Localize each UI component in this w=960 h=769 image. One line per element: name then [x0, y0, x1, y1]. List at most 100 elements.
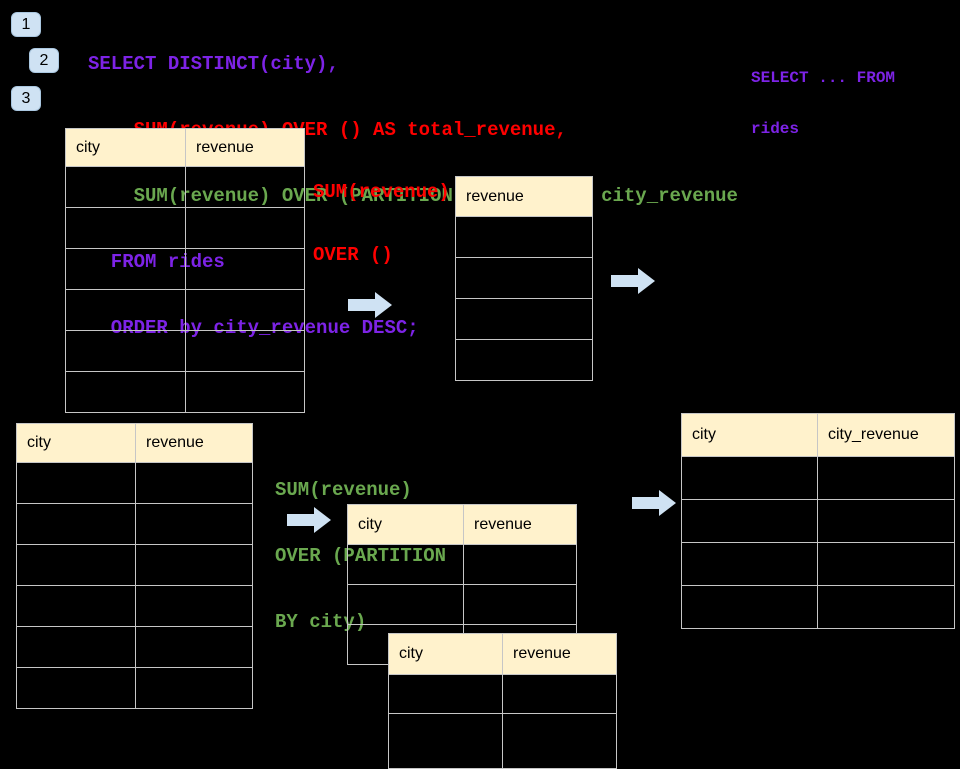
select-from-note-line1: SELECT ... FROM — [751, 69, 896, 87]
table-row — [16, 462, 253, 504]
table-row — [388, 713, 617, 769]
table-row — [65, 371, 305, 413]
table-header-row: city city_revenue — [681, 413, 955, 457]
column-header-revenue: revenue — [135, 423, 253, 463]
column-header-city-revenue: city_revenue — [817, 413, 955, 457]
table-cell — [681, 585, 818, 629]
annotation-total-line1: SUM(revenue) — [313, 181, 450, 203]
table-cell — [16, 585, 136, 627]
table-cell — [135, 544, 253, 586]
table-partition-overlay: city revenue — [388, 633, 617, 769]
table-cell — [388, 674, 503, 714]
table-row — [681, 585, 955, 629]
column-header-city: city — [347, 504, 464, 545]
table-row — [455, 257, 593, 299]
column-header-city: city — [388, 633, 503, 675]
table-total-revenue-result: revenue — [455, 176, 593, 381]
arrow-head — [638, 268, 655, 294]
table-row — [16, 667, 253, 709]
table-row — [455, 216, 593, 258]
table-row — [16, 503, 253, 545]
table-source-rides-bottom: city revenue — [16, 423, 253, 709]
table-cell — [817, 456, 955, 500]
table-row — [681, 542, 955, 586]
table-header-row: city revenue — [16, 423, 253, 463]
table-row — [347, 544, 577, 585]
table-header-row: city revenue — [388, 633, 617, 675]
table-cell — [347, 584, 464, 625]
table-cell — [455, 216, 593, 258]
table-cell — [817, 585, 955, 629]
table-cell — [65, 371, 186, 413]
step-badge-2: 2 — [29, 48, 59, 73]
table-cell — [681, 542, 818, 586]
arrow-shaft — [348, 299, 375, 311]
table-cell — [455, 257, 593, 299]
annotation-total-line2: OVER () — [313, 244, 393, 266]
arrow-shaft — [632, 497, 659, 509]
table-header-row: city revenue — [65, 128, 305, 167]
table-header-row: revenue — [455, 176, 593, 217]
table-row — [65, 166, 305, 208]
table-cell — [681, 456, 818, 500]
column-header-city: city — [16, 423, 136, 463]
table-cell — [135, 462, 253, 504]
arrow-head — [314, 507, 331, 533]
table-cell — [347, 544, 464, 585]
right-arrow-icon — [611, 268, 655, 294]
table-cell — [65, 289, 186, 331]
table-cell — [388, 713, 503, 769]
column-header-revenue: revenue — [455, 176, 593, 217]
table-cell — [502, 674, 617, 714]
table-header-row: city revenue — [347, 504, 577, 545]
table-cell — [16, 462, 136, 504]
right-arrow-icon — [348, 292, 392, 318]
table-cell — [16, 626, 136, 668]
select-from-note-line2: rides — [751, 120, 800, 138]
column-header-revenue: revenue — [463, 504, 577, 545]
arrow-head — [375, 292, 392, 318]
step-badge-1: 1 — [11, 12, 41, 37]
table-row — [65, 330, 305, 372]
table-cell — [817, 499, 955, 543]
table-cell — [455, 298, 593, 340]
table-cell — [817, 542, 955, 586]
table-cell — [185, 248, 305, 290]
table-row — [16, 626, 253, 668]
right-arrow-icon — [632, 490, 676, 516]
table-row — [65, 248, 305, 290]
column-header-city: city — [681, 413, 818, 457]
table-cell — [681, 499, 818, 543]
table-row — [65, 207, 305, 249]
table-row — [455, 339, 593, 381]
table-cell — [185, 166, 305, 208]
table-row — [65, 289, 305, 331]
table-cell — [65, 248, 186, 290]
column-header-revenue: revenue — [185, 128, 305, 167]
table-cell — [135, 503, 253, 545]
table-cell — [16, 667, 136, 709]
table-cell — [463, 544, 577, 585]
table-cell — [135, 585, 253, 627]
column-header-revenue: revenue — [502, 633, 617, 675]
slide-canvas: { "colors": { "background": "#000000", "… — [11, 12, 955, 769]
right-arrow-icon — [287, 507, 331, 533]
annotation-total-revenue: SUM(revenue) OVER () — [313, 140, 450, 287]
sql-line-select: SELECT DISTINCT(city), — [88, 53, 339, 75]
table-row — [16, 585, 253, 627]
table-cell — [185, 330, 305, 372]
table-cell — [455, 339, 593, 381]
table-cell — [502, 713, 617, 769]
table-row — [388, 674, 617, 714]
table-cell — [65, 166, 186, 208]
arrow-shaft — [611, 275, 638, 287]
table-row — [455, 298, 593, 340]
table-cell — [135, 667, 253, 709]
table-cell — [65, 330, 186, 372]
table-cell — [185, 371, 305, 413]
table-cell — [65, 207, 186, 249]
select-from-note: SELECT ... FROM rides — [751, 36, 895, 155]
table-cell — [463, 584, 577, 625]
arrow-head — [659, 490, 676, 516]
table-cell — [185, 207, 305, 249]
